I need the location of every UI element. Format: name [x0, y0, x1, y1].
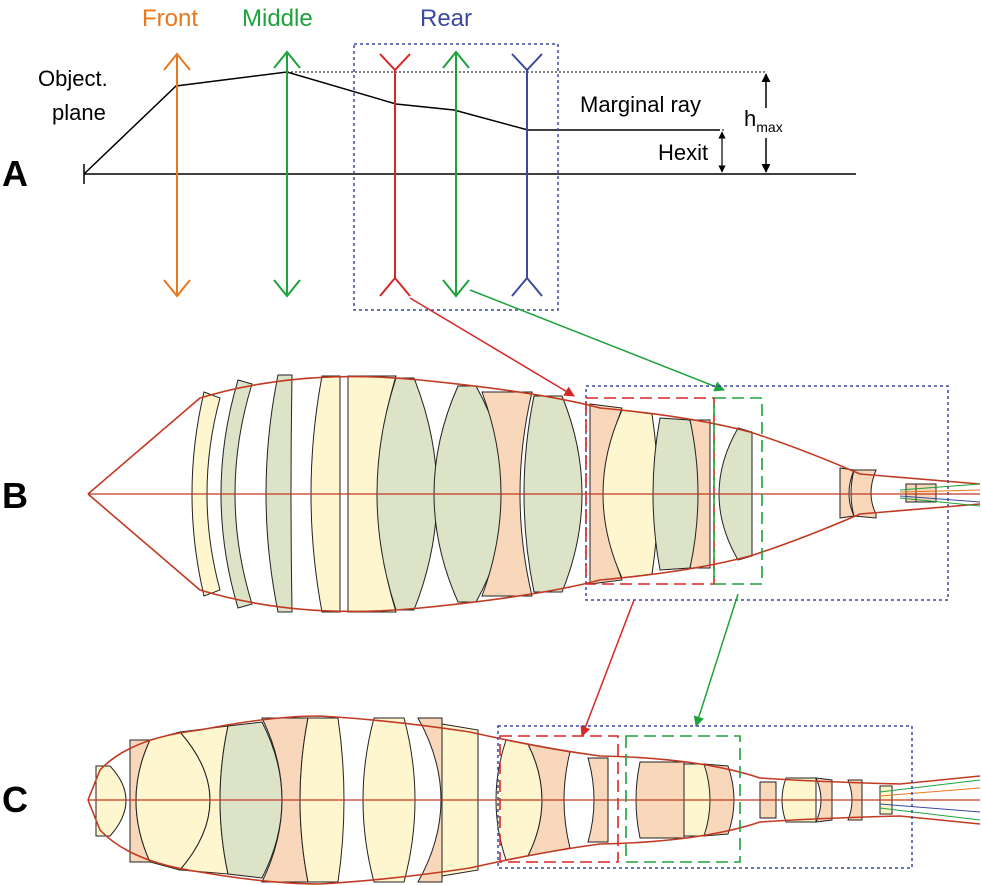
panel-a: A Front Middle Rear Object. plane	[2, 5, 856, 397]
rear-negative-lens-blue	[511, 53, 543, 297]
rear-positive-lens-green	[442, 50, 470, 298]
lens-elements-c	[95, 717, 893, 883]
red-subgroup-box-b	[585, 397, 715, 585]
lens-b-2	[220, 379, 253, 609]
arrow-green-b-to-c	[693, 593, 739, 728]
panel-label-b: B	[2, 475, 28, 516]
middle-group-label: Middle	[242, 5, 313, 32]
marginal-ray-label: Marginal ray	[580, 92, 701, 117]
rear-group-label: Rear	[420, 5, 472, 32]
arrow-red-a-to-b	[409, 297, 575, 397]
front-group-label: Front	[142, 5, 198, 32]
panel-label-c: C	[2, 779, 28, 820]
panel-label-a: A	[2, 153, 28, 194]
front-lens-symbol	[163, 52, 191, 298]
marginal-ray-lower-c	[87, 799, 981, 885]
panel-c: C	[2, 715, 981, 885]
middle-lens-symbol	[273, 50, 301, 298]
green-subgroup-box-b	[713, 397, 763, 585]
lens-c-1	[95, 765, 127, 837]
rear-group-box-c	[497, 725, 913, 869]
exit-rays-c	[879, 779, 981, 821]
exit-rays-b	[899, 483, 981, 507]
lens-b-18	[915, 483, 937, 503]
rear-negative-lens-red	[379, 53, 411, 297]
lens-c-9	[417, 717, 443, 883]
hmax-label: hmax	[744, 106, 783, 135]
green-subgroup-box-c	[625, 735, 741, 863]
marginal-ray-a	[83, 71, 720, 175]
object-plane-label-line1: Object.	[38, 66, 108, 91]
arrow-green-a-to-b	[469, 289, 725, 392]
red-subgroup-box-c	[499, 735, 619, 863]
object-plane-label-line2: plane	[52, 100, 106, 125]
panel-b: B	[2, 374, 981, 737]
hexit-label: Hexit	[658, 140, 708, 165]
rear-group-box-a	[353, 43, 559, 311]
marginal-ray-upper-c	[87, 715, 981, 801]
arrow-red-b-to-c	[580, 599, 635, 737]
